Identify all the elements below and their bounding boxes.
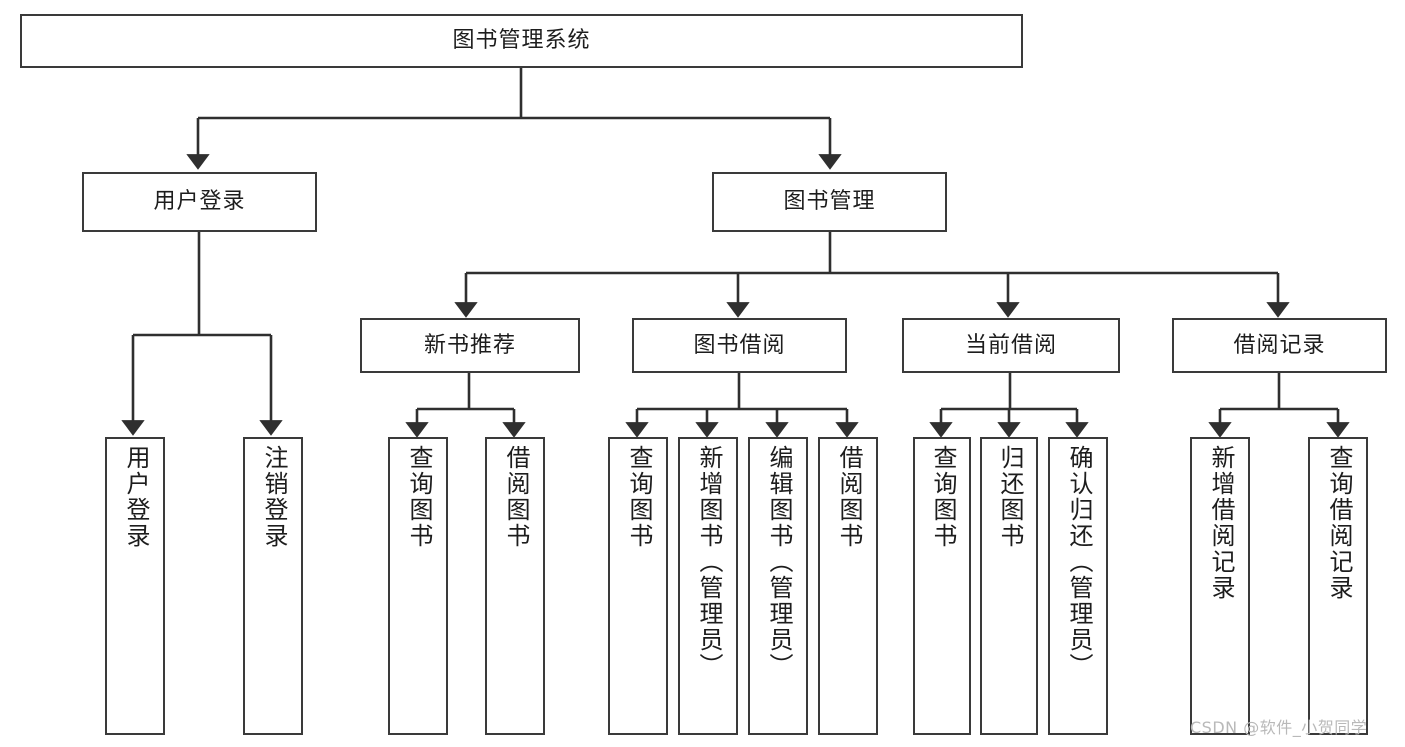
node-new-book-recommend-label: 新书推荐 <box>423 332 516 358</box>
leaf-node-label: 查询图书 <box>624 445 653 549</box>
leaf-node[interactable]: 编辑图书（管理员） <box>748 437 808 735</box>
node-book-borrow[interactable]: 图书借阅 <box>632 318 847 373</box>
node-book-borrow-label: 图书借阅 <box>693 332 786 358</box>
leaf-node[interactable]: 注销登录 <box>243 437 303 735</box>
leaf-node-label: 新增借阅记录 <box>1206 445 1235 601</box>
leaf-node[interactable]: 新增图书（管理员） <box>678 437 738 735</box>
node-root[interactable]: 图书管理系统 <box>20 14 1023 68</box>
node-root-label: 图书管理系统 <box>452 28 591 54</box>
node-current-borrow-label: 当前借阅 <box>964 332 1057 358</box>
leaf-node-label: 借阅图书 <box>501 445 530 549</box>
leaf-node-label: 查询图书 <box>404 445 433 549</box>
leaf-node-label: 归还图书 <box>995 445 1024 549</box>
node-borrow-record-label: 借阅记录 <box>1233 332 1326 358</box>
leaf-node-label: 新增图书（管理员） <box>694 445 723 679</box>
leaf-node-label: 查询借阅记录 <box>1324 445 1353 601</box>
leaf-node[interactable]: 归还图书 <box>980 437 1038 735</box>
node-book-management-label: 图书管理 <box>783 189 876 215</box>
leaf-node-label: 借阅图书 <box>834 445 863 549</box>
leaf-node[interactable]: 查询图书 <box>913 437 971 735</box>
leaf-node[interactable]: 查询图书 <box>608 437 668 735</box>
leaf-node[interactable]: 查询借阅记录 <box>1308 437 1368 735</box>
leaf-node[interactable]: 查询图书 <box>388 437 448 735</box>
leaf-node[interactable]: 确认归还（管理员） <box>1048 437 1108 735</box>
leaf-node-label: 查询图书 <box>928 445 957 549</box>
node-current-borrow[interactable]: 当前借阅 <box>902 318 1120 373</box>
leaf-node[interactable]: 借阅图书 <box>485 437 545 735</box>
node-new-book-recommend[interactable]: 新书推荐 <box>360 318 580 373</box>
leaf-node-label: 注销登录 <box>259 445 288 549</box>
leaf-node-label: 用户登录 <box>121 445 150 549</box>
node-user-login-label: 用户登录 <box>153 189 246 215</box>
node-user-login[interactable]: 用户登录 <box>82 172 317 232</box>
leaf-node-label: 编辑图书（管理员） <box>764 445 793 679</box>
leaf-node[interactable]: 用户登录 <box>105 437 165 735</box>
leaf-node-label: 确认归还（管理员） <box>1064 445 1093 679</box>
node-book-management[interactable]: 图书管理 <box>712 172 947 232</box>
leaf-node[interactable]: 新增借阅记录 <box>1190 437 1250 735</box>
leaf-node[interactable]: 借阅图书 <box>818 437 878 735</box>
node-borrow-record[interactable]: 借阅记录 <box>1172 318 1387 373</box>
